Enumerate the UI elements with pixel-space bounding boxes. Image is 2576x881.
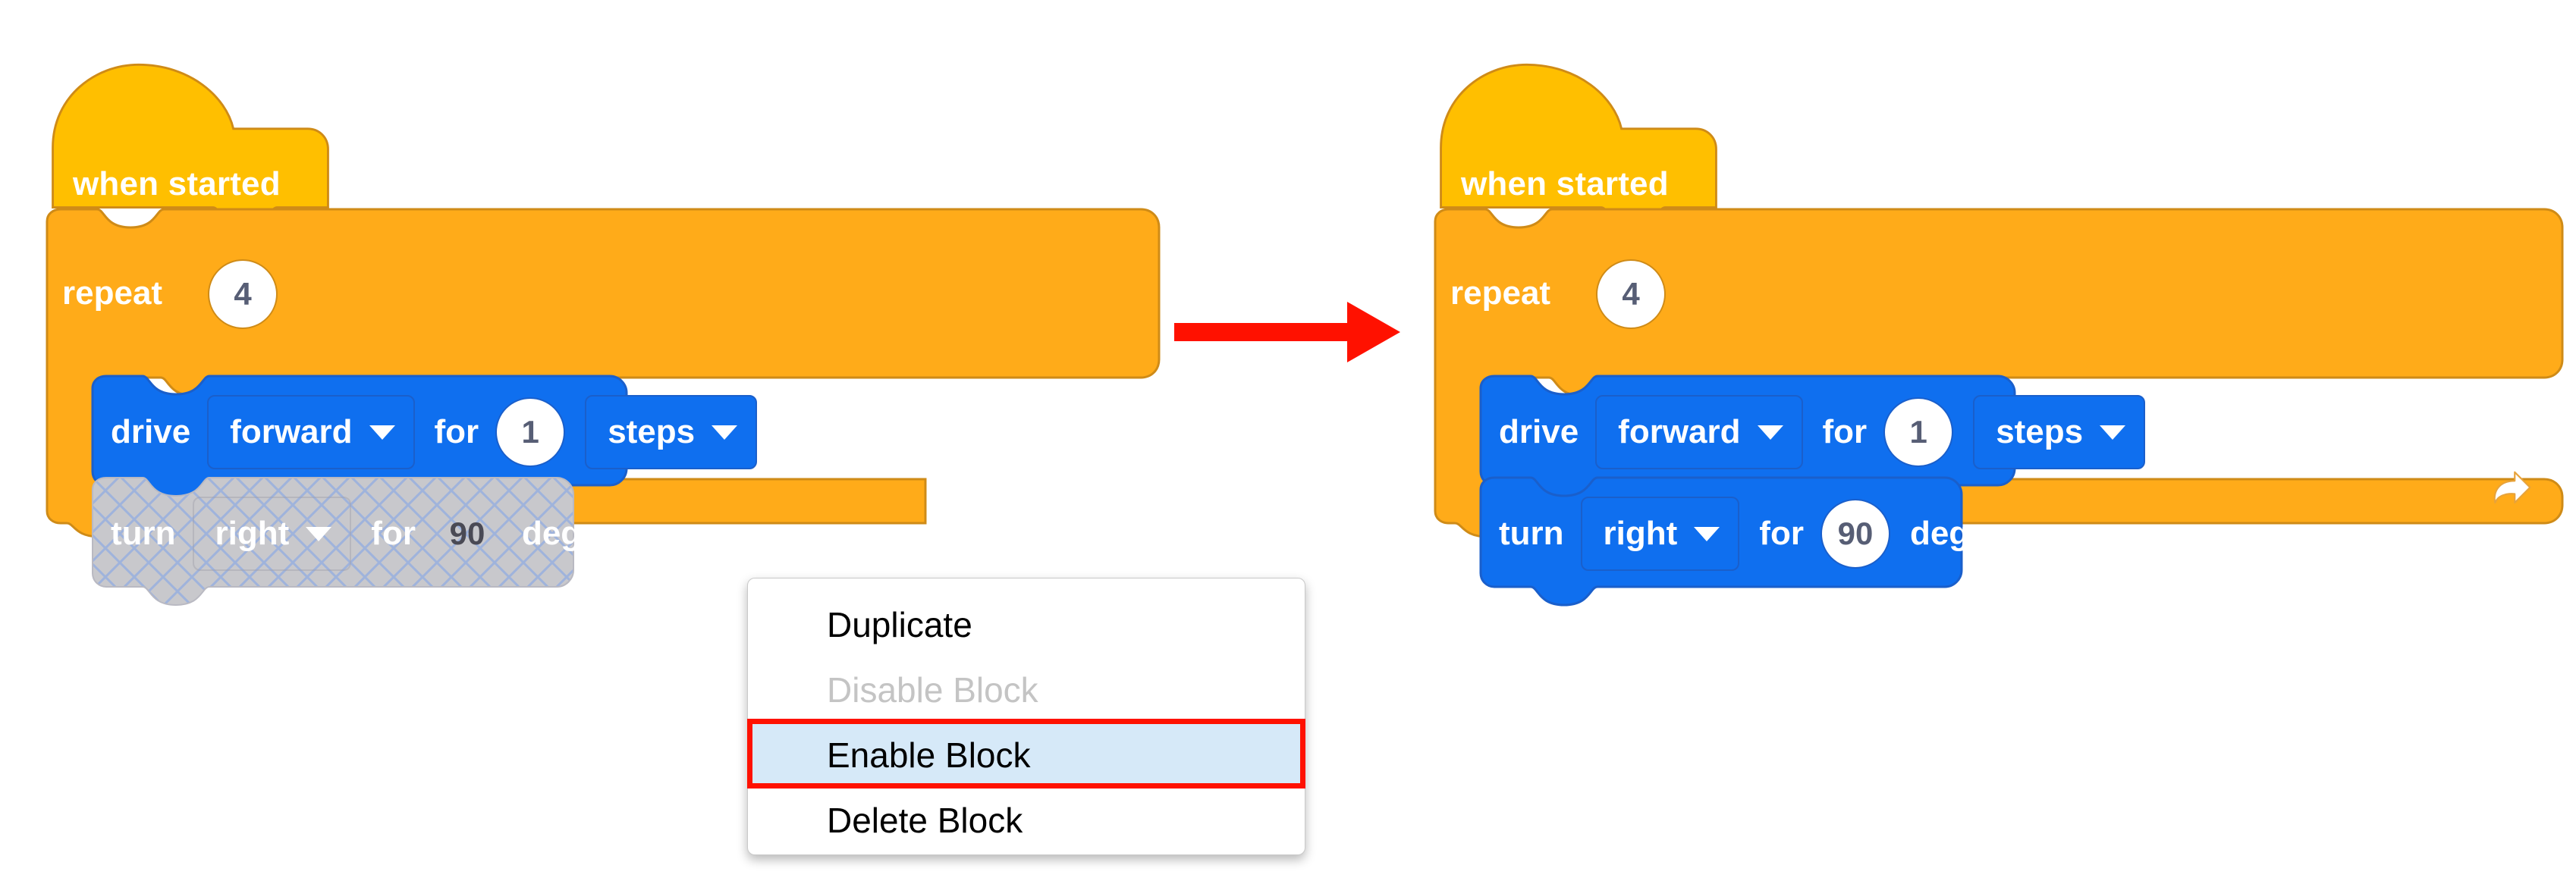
when-started-hat-block-left[interactable]: when started (46, 53, 335, 235)
context-menu-item-enable-block[interactable]: Enable Block (748, 723, 1305, 788)
repeat-label-left: repeat (62, 274, 163, 312)
turn-for-label-right: for (1759, 515, 1804, 552)
direction-dropdown-right[interactable]: forward (1595, 395, 1803, 469)
chevron-down-icon (1757, 425, 1783, 440)
repeat-count-left[interactable]: 4 (208, 259, 278, 329)
drive-verb-label-left: drive (111, 413, 191, 450)
script-before: when started repeat 4 drive forward for (46, 53, 1161, 607)
turn-unit-label-left: degrees (521, 515, 650, 552)
chevron-down-icon (369, 425, 395, 440)
turn-direction-value-left: right (215, 515, 290, 552)
turn-block-content-right: turn right for 90 degrees (1499, 494, 2038, 573)
turn-unit-label-right: degrees (1909, 515, 2038, 552)
context-menu-item-duplicate[interactable]: Duplicate (827, 605, 972, 644)
context-menu-item-delete-block[interactable]: Delete Block (827, 801, 1023, 840)
drive-amount-left[interactable]: 1 (495, 397, 566, 467)
turn-amount-right[interactable]: 90 (1820, 499, 1890, 569)
script-after: when started repeat 4 drive forward (1434, 53, 2564, 607)
transition-arrow-icon (1174, 302, 1400, 362)
drive-block-content-right: drive forward for 1 steps (1499, 393, 2146, 472)
repeat-label-right: repeat (1450, 274, 1551, 312)
drive-block-right[interactable]: drive forward for 1 steps (1479, 375, 2146, 505)
drive-block-content: drive forward for 1 steps (111, 393, 758, 472)
turn-direction-value-right: right (1603, 515, 1678, 552)
turn-direction-dropdown-right[interactable]: right (1580, 497, 1740, 571)
hat-block-label: when started (1461, 165, 1669, 202)
unit-dropdown-right[interactable]: steps (1973, 395, 2146, 469)
when-started-hat-block-right[interactable]: when started (1434, 53, 1723, 235)
turn-direction-dropdown-left[interactable]: right (192, 497, 352, 571)
turn-block-content-left: turn right for 90 degrees (111, 494, 650, 573)
context-menu-item-disable-block: Disable Block (827, 670, 1038, 710)
turn-for-label-left: for (371, 515, 416, 552)
direction-dropdown-left[interactable]: forward (207, 395, 415, 469)
turn-verb-label-left: turn (111, 515, 176, 552)
turn-amount-left[interactable]: 90 (449, 516, 485, 551)
block-context-menu[interactable]: Duplicate Disable Block Enable Block Del… (747, 578, 1305, 855)
repeat-count-right[interactable]: 4 (1596, 259, 1666, 329)
hat-block-label: when started (73, 165, 281, 202)
drive-verb-label-right: drive (1499, 413, 1579, 450)
turn-block-disabled-shape (92, 477, 574, 607)
unit-dropdown-value-right: steps (1996, 413, 2084, 450)
chevron-down-icon (306, 526, 332, 541)
chevron-down-icon (712, 425, 738, 440)
drive-amount-right[interactable]: 1 (1883, 397, 1954, 467)
turn-block-left-disabled[interactable]: turn right for 90 degrees (91, 476, 650, 610)
direction-dropdown-value-left: forward (230, 413, 353, 450)
drive-block-left[interactable]: drive forward for 1 steps (91, 375, 758, 505)
turn-verb-label-right: turn (1499, 515, 1564, 552)
loop-arrow-icon (2493, 471, 2531, 504)
chevron-down-icon (1694, 526, 1720, 541)
unit-dropdown-left[interactable]: steps (585, 395, 758, 469)
turn-block-right[interactable]: turn right for 90 degrees (1479, 476, 2038, 607)
unit-dropdown-value-left: steps (608, 413, 696, 450)
direction-dropdown-value-right: forward (1618, 413, 1741, 450)
drive-for-label-right: for (1822, 413, 1868, 450)
drive-for-label-left: for (434, 413, 479, 450)
repeat-block-left[interactable]: repeat 4 (46, 208, 1168, 542)
chevron-down-icon (2100, 425, 2126, 440)
